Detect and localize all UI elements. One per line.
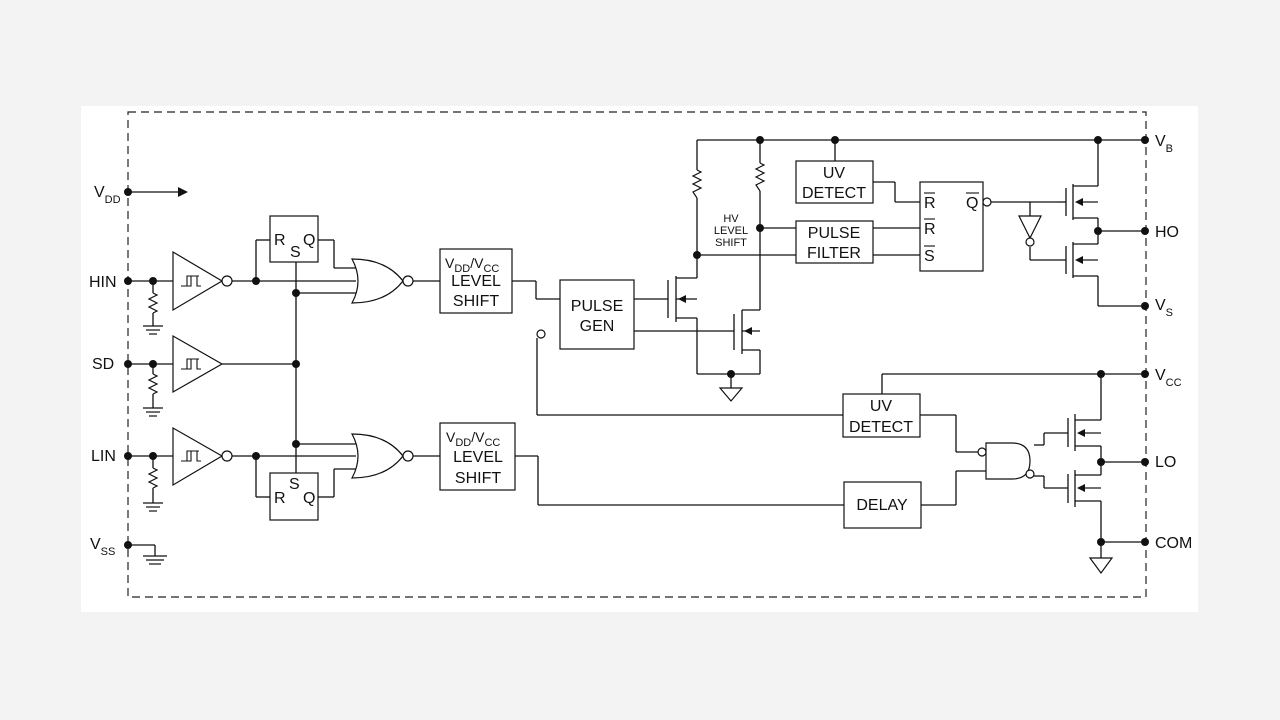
hin-hysteresis-icon [181,275,201,287]
hv-mosfet-left-arrow-icon [678,295,686,303]
hv-resistor-right [754,162,766,192]
level-shift-bottom-line2: LEVEL [453,449,503,466]
level-shift-bottom-supply: VDD/VCC [446,429,500,449]
latch-top-q: Q [303,232,315,249]
lin-hysteresis-icon [181,450,201,462]
level-shift-top [439,248,513,314]
pin-vdd-label: VDD [94,184,121,206]
latch-bottom-r: R [274,490,286,507]
pin-vcc-label: VCC [1155,367,1182,389]
and-gate-output-bubble [1025,469,1035,479]
hin-pulldown-resistor [147,292,159,314]
pulse-gen-enable-bubble [536,329,546,339]
uv-detect-low-block [842,393,921,438]
uv-detect-low-line1: UV [870,398,893,415]
sd-ground-icon [143,407,163,417]
sd-hysteresis-icon [181,358,201,370]
pin-ho-label: HO [1155,224,1179,241]
nor-gate-bottom [350,433,404,479]
lin-pulldown-resistor [147,467,159,489]
sd-pulldown-resistor [147,373,159,395]
latch-bottom-q: Q [303,490,315,507]
latch-bottom [269,472,319,521]
nor-gate-top [350,258,404,304]
hv-ground-icon [718,387,744,402]
pulse-gen-line2: GEN [580,318,615,335]
and-gate-input-bubble [977,447,987,457]
lo-low-mosfet-arrow-icon [1077,484,1085,492]
pin-com-label: COM [1155,535,1192,552]
chip-boundary [127,111,1147,598]
level-shift-bottom [439,422,516,491]
latch-top-s: S [290,244,301,261]
latch-bottom-s: S [289,476,300,493]
uv-detect-high-block [795,160,874,204]
level-shift-bottom-line3: SHIFT [455,470,501,487]
high-side-latch [919,181,984,272]
uv-detect-high-line2: DETECT [802,185,866,202]
pulse-gen-block [559,279,635,350]
hin-ground-icon [143,325,163,335]
com-ground-icon [1088,557,1114,575]
level-shift-top-line3: SHIFT [453,293,499,310]
latch-top-r: R [274,232,286,249]
ho-low-mosfet-arrow-icon [1075,256,1083,264]
hv-level-shift-line1: HV [723,213,739,225]
hv-resistor-left [691,169,703,199]
pulse-gen-line1: PULSE [571,298,623,315]
nor-gate-top-bubble [402,275,414,287]
high-side-inverter-bubble [1025,237,1035,247]
ho-high-mosfet-arrow-icon [1075,198,1083,206]
pin-sd-label: SD [92,356,114,373]
hv-level-shift-line3: SHIFT [715,237,747,249]
vdd-arrow-icon [178,187,188,197]
hin-inverter-bubble [221,275,233,287]
delay-block [843,481,922,529]
and-gate-low-side [985,442,1031,480]
pin-hin-label: HIN [89,274,117,291]
pin-vss-label: VSS [90,536,115,558]
latch-top [269,215,319,263]
hv-mosfet-right-arrow-icon [744,327,752,335]
diagram-panel [81,106,1198,612]
high-side-latch-q: Q [966,195,978,212]
pin-lo-label: LO [1155,454,1176,471]
junction-dots [124,136,1149,549]
high-side-latch-r1: R [924,195,936,212]
pin-vs-label: VS [1155,297,1173,319]
uv-detect-low-line2: DETECT [849,419,913,436]
level-shift-top-supply: VDD/VCC [445,255,499,275]
high-side-inverter [1018,215,1042,240]
lin-ground-icon [143,502,163,512]
high-side-latch-r2: R [924,221,936,238]
pulse-filter-line2: FILTER [807,245,861,262]
delay-label: DELAY [856,497,908,514]
hv-level-shift-line2: LEVEL [714,225,748,237]
pulse-filter-block [795,220,874,264]
nor-gate-bottom-bubble [402,450,414,462]
uv-detect-high-line1: UV [823,165,846,182]
lin-inverter-bubble [221,450,233,462]
lo-high-mosfet-arrow-icon [1077,429,1085,437]
pin-vb-label: VB [1155,133,1173,155]
pulse-filter-line1: PULSE [808,225,860,242]
high-side-latch-s: S [924,248,935,265]
pin-lin-label: LIN [91,448,116,465]
vss-ground-icon [143,555,167,565]
high-side-latch-q-bubble [982,197,992,207]
level-shift-top-line2: LEVEL [451,273,501,290]
